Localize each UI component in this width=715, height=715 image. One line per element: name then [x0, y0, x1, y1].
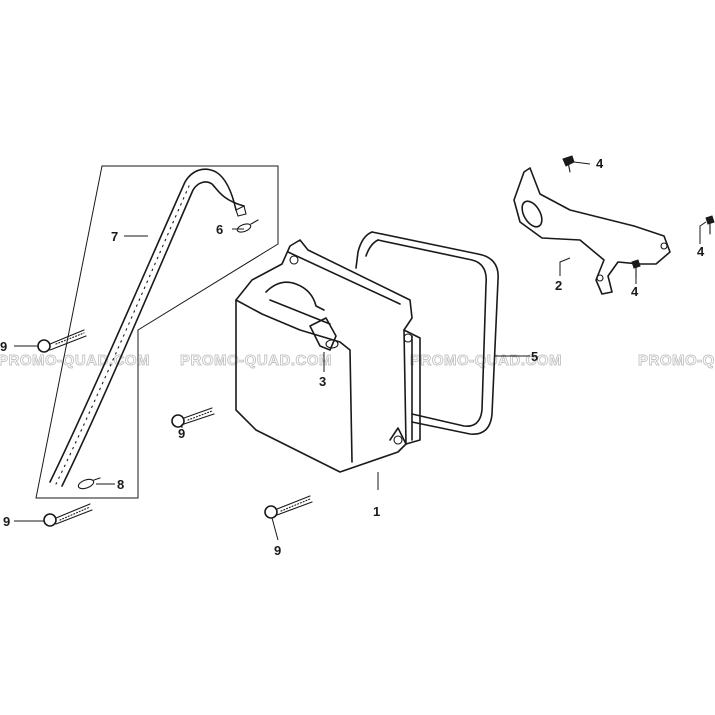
- watermark-text: PROMO-QUAD.COM: [0, 352, 150, 369]
- callout-part-2: 2: [555, 278, 562, 293]
- watermark-text: PROMO-QUAD.COM: [638, 352, 715, 369]
- bolt-icon: [37, 329, 87, 353]
- callout-part-5: 5: [531, 349, 538, 364]
- callout-part-4: 4: [631, 284, 639, 299]
- callout-part-4: 4: [596, 156, 604, 171]
- bracket: [513, 167, 671, 295]
- callout-part-9: 9: [178, 426, 185, 441]
- bolt-icon: [43, 503, 93, 527]
- watermark-text: PROMO-QUAD.COM: [180, 352, 332, 369]
- callout-part-8: 8: [117, 477, 124, 492]
- watermark-text: PROMO-QUAD.COM: [410, 352, 562, 369]
- breather-nipple: [309, 317, 339, 351]
- screw-icon: [562, 155, 575, 173]
- screw-icon: [705, 215, 715, 235]
- callout-part-3: 3: [319, 374, 326, 389]
- callout-part-7: 7: [111, 229, 118, 244]
- breather-hose: [49, 168, 247, 487]
- hose-clip-lower: [77, 477, 101, 490]
- leader-lines: [14, 161, 707, 541]
- callout-part-9: 9: [274, 543, 281, 558]
- callouts: 1 2 3 4 4 4 5 6 7 8 9 9 9 9: [0, 156, 705, 558]
- watermark-group: PROMO-QUAD.COM PROMO-QUAD.COM PROMO-QUAD…: [0, 352, 715, 370]
- cylinder-head-cover: [235, 239, 421, 473]
- callout-part-9: 9: [0, 339, 7, 354]
- hose-clip-upper: [236, 219, 259, 233]
- callout-part-6: 6: [216, 222, 223, 237]
- callout-part-1: 1: [373, 504, 380, 519]
- cover-gasket: [355, 231, 499, 435]
- bolt-icon: [264, 495, 313, 519]
- callout-part-9: 9: [3, 514, 10, 529]
- hose-group-frame: [35, 165, 279, 499]
- bolt-icon: [171, 407, 215, 428]
- callout-part-4: 4: [697, 244, 705, 259]
